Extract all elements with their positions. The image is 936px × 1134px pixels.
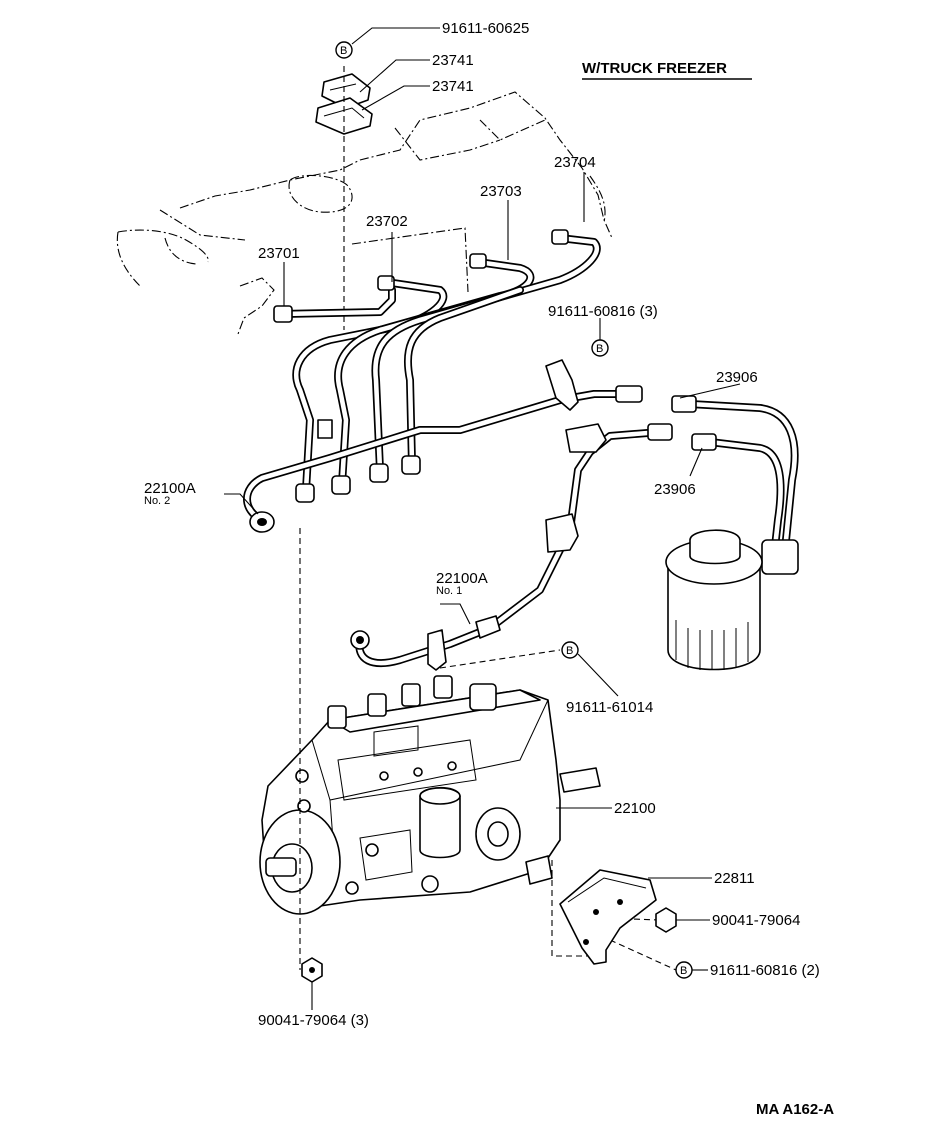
- callout-pipe-asm-no1: 22100A: [436, 570, 488, 587]
- bolt-marker-top: B: [335, 41, 353, 59]
- callout-bolt-mid: 91611-60816 (3): [548, 303, 658, 320]
- pipe-clamp-upper: [321, 73, 371, 109]
- nut-bottom: [301, 957, 323, 983]
- callout-bolt-pump: 91611-61014: [566, 699, 653, 716]
- callout-pipe-3: 23703: [480, 183, 522, 200]
- nut-right: [655, 907, 677, 933]
- pump-bracket: [559, 869, 657, 965]
- fuel-filter: [665, 529, 763, 671]
- pipe-fittings: [249, 229, 643, 533]
- callout-bracket: 22811: [714, 870, 755, 887]
- injection-pump: [259, 675, 601, 915]
- bolt-marker-pump: B: [561, 641, 579, 659]
- callout-nut-right: 90041-79064: [712, 912, 800, 929]
- callout-pipe-asm-no2-sub: No. 2: [144, 495, 170, 507]
- leader-lines: [224, 27, 741, 1010]
- figure-code: MA A162-A: [756, 1101, 834, 1118]
- pump-bolt-dashline: [439, 649, 561, 669]
- engine-outline: [116, 91, 613, 335]
- svg-text:B: B: [680, 965, 687, 977]
- svg-text:B: B: [566, 645, 573, 657]
- callout-pipe-4: 23704: [554, 154, 596, 171]
- bracket-bolt-dashline: [609, 939, 677, 971]
- svg-text:B: B: [596, 343, 603, 355]
- callout-pipe-asm-no1-sub: No. 1: [436, 585, 462, 597]
- callout-pipe-1: 23701: [258, 245, 300, 262]
- svg-text:B: B: [340, 45, 347, 57]
- bracket-dashline: [551, 860, 596, 957]
- injection-pipes: [243, 234, 632, 524]
- callout-clamp-b: 23741: [432, 78, 474, 95]
- callout-pipe-2: 23702: [366, 213, 408, 230]
- bolt-marker-mid: B: [591, 339, 609, 357]
- pump-feed-pipe: [350, 423, 673, 671]
- callout-pipe-asm-no2: 22100A: [144, 480, 196, 497]
- bolt-marker-bottom: B: [675, 961, 693, 979]
- fuel-hoses: [671, 395, 799, 575]
- callouts: 91611-60625 23741 23741 23704 23703 2370…: [144, 20, 820, 1029]
- callout-hose-a: 23906: [716, 369, 758, 386]
- callout-bolt-top: 91611-60625: [442, 20, 529, 37]
- callout-nut-bottom: 90041-79064 (3): [258, 1012, 369, 1029]
- callout-pump: 22100: [614, 800, 656, 817]
- callout-clamp-a: 23741: [432, 52, 474, 69]
- callout-hose-b: 23906: [654, 481, 696, 498]
- section-header: W/TRUCK FREEZER: [582, 60, 727, 77]
- callout-bolt-bottom: 91611-60816 (2): [710, 962, 820, 979]
